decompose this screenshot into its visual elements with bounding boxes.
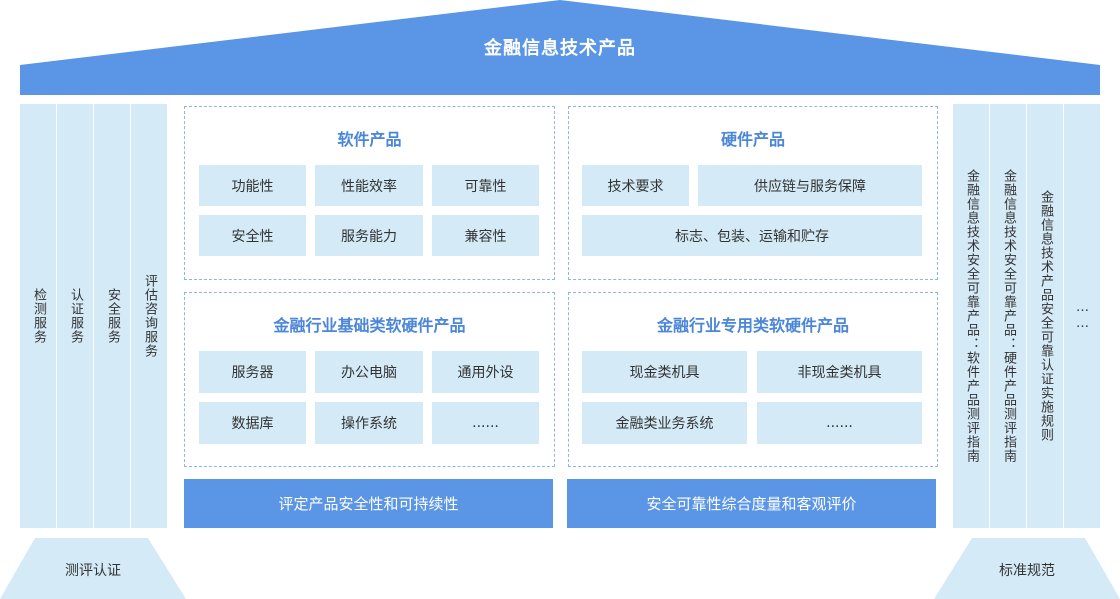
basic-product-item: 通用外设 [432, 351, 539, 393]
basic-product-item: ...... [432, 402, 539, 444]
hardware-panel: 硬件产品 技术要求 供应链与服务保障 标志、包装、运输和贮存 [568, 106, 938, 280]
right-column-certification-rules: 金融信息技术产品安全可靠认证实施规则 [1027, 104, 1063, 528]
hardware-item: 技术要求 [582, 165, 689, 206]
special-product-item: 非现金类机具 [757, 351, 922, 393]
evaluation-bar-reliability: 安全可靠性综合度量和客观评价 [567, 479, 936, 528]
left-column-label: 安全服务 [105, 288, 120, 344]
right-column-label: 金融信息技术安全可靠产品：硬件产品测评指南 [1001, 169, 1016, 463]
basic-product-item: 办公电脑 [315, 351, 423, 393]
right-column-software-guide: 金融信息技术安全可靠产品：软件产品测评指南 [953, 104, 989, 528]
basic-product-item: 服务器 [199, 351, 306, 393]
roof-shape [20, 0, 1100, 95]
software-panel: 软件产品 功能性 性能效率 可靠性 安全性 服务能力 兼容性 [184, 106, 555, 280]
special-product-item: 金融类业务系统 [582, 402, 747, 444]
right-column-label: …… [1075, 300, 1090, 332]
left-base-shape [0, 538, 186, 599]
special-products-panel: 金融行业专用类软硬件产品 现金类机具 非现金类机具 金融类业务系统 ...... [568, 292, 938, 467]
basic-products-panel: 金融行业基础类软硬件产品 服务器 办公电脑 通用外设 数据库 操作系统 ....… [184, 292, 555, 467]
evaluation-bar-sustainability: 评定产品安全性和可持续性 [184, 479, 553, 528]
left-column-label: 认证服务 [68, 288, 83, 344]
software-item: 功能性 [199, 165, 306, 206]
right-column-label: 金融信息技术安全可靠产品：软件产品测评指南 [964, 169, 979, 463]
left-base-label: 测评认证 [65, 563, 121, 579]
right-base-label: 标准规范 [999, 563, 1055, 579]
software-item: 服务能力 [315, 215, 423, 256]
hardware-item: 标志、包装、运输和贮存 [582, 215, 922, 256]
basic-product-item: 数据库 [199, 402, 306, 444]
software-item: 性能效率 [315, 165, 423, 206]
right-column-hardware-guide: 金融信息技术安全可靠产品：硬件产品测评指南 [990, 104, 1026, 528]
left-column-label: 检测服务 [31, 288, 46, 344]
special-product-item: ...... [757, 402, 922, 444]
left-column-testing: 检测服务 [20, 104, 56, 528]
special-product-item: 现金类机具 [582, 351, 747, 393]
hardware-panel-title: 硬件产品 [720, 130, 785, 149]
software-item: 可靠性 [432, 165, 539, 206]
software-item: 兼容性 [432, 215, 539, 256]
left-column-consulting: 评估咨询服务 [131, 104, 167, 528]
basic-products-title: 金融行业基础类软硬件产品 [273, 316, 466, 335]
special-products-title: 金融行业专用类软硬件产品 [656, 316, 849, 335]
right-column-more: …… [1064, 104, 1100, 528]
left-column-label: 评估咨询服务 [142, 274, 157, 358]
right-base-shape [934, 538, 1120, 599]
software-panel-title: 软件产品 [337, 130, 402, 149]
left-column-security: 安全服务 [94, 104, 130, 528]
right-column-label: 金融信息技术产品安全可靠认证实施规则 [1038, 190, 1053, 442]
roof-title: 金融信息技术产品 [484, 38, 636, 59]
hardware-item: 供应链与服务保障 [698, 165, 922, 206]
basic-product-item: 操作系统 [315, 402, 423, 444]
software-item: 安全性 [199, 215, 306, 256]
left-column-certification: 认证服务 [57, 104, 93, 528]
